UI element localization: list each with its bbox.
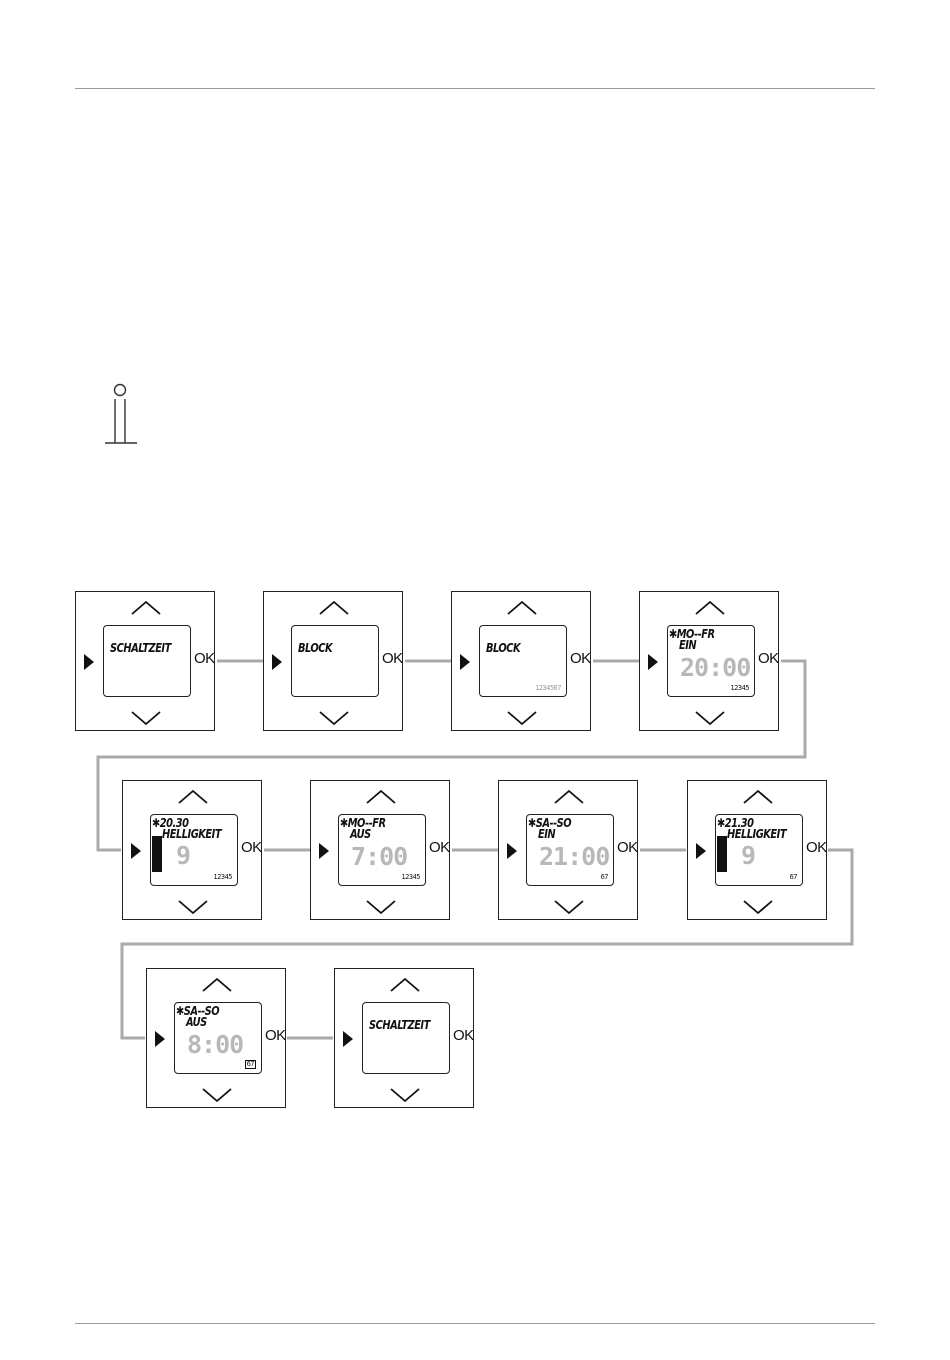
play-icon[interactable] (319, 843, 329, 859)
chevron-down-icon[interactable] (366, 899, 396, 915)
play-icon[interactable] (648, 654, 658, 670)
ok-button[interactable]: OK (453, 1027, 474, 1044)
chevron-up-icon[interactable] (131, 600, 161, 616)
chevron-up-icon[interactable] (202, 977, 232, 993)
display-line-1: SCHALTZEIT (369, 1019, 430, 1031)
brightness-bar (717, 836, 727, 872)
display-line-2: HELLIGKEIT (162, 828, 221, 840)
chevron-down-icon[interactable] (743, 899, 773, 915)
brightness-value: 9 (176, 843, 190, 868)
chevron-down-icon[interactable] (695, 710, 725, 726)
time-value: 20:00 (680, 655, 750, 680)
chevron-up-icon[interactable] (390, 977, 420, 993)
play-icon[interactable] (343, 1031, 353, 1047)
time-value: 8:00 (187, 1032, 243, 1057)
display-line-2: HELLIGKEIT (727, 828, 786, 840)
display-line-2: EIN (679, 639, 696, 651)
timer-device-step-2: OK BLOCK (263, 591, 403, 731)
display-line-2: EIN (538, 828, 555, 840)
time-value: 7:00 (351, 844, 407, 869)
weekday-indicator: 12345 (730, 684, 749, 692)
timer-device-step-3: OK BLOCK 1234567 (451, 591, 591, 731)
chevron-up-icon[interactable] (695, 600, 725, 616)
weekday-indicator: 12345 (213, 873, 232, 881)
time-value: 21:00 (539, 844, 609, 869)
chevron-down-icon[interactable] (507, 710, 537, 726)
chevron-down-icon[interactable] (554, 899, 584, 915)
chevron-up-icon[interactable] (554, 789, 584, 805)
ok-button[interactable]: OK (806, 839, 827, 856)
display-line-1: BLOCK (298, 642, 332, 654)
chevron-down-icon[interactable] (319, 710, 349, 726)
chevron-down-icon[interactable] (178, 899, 208, 915)
ok-button[interactable]: OK (241, 839, 262, 856)
ok-button[interactable]: OK (382, 650, 403, 667)
chevron-up-icon[interactable] (178, 789, 208, 805)
bottom-divider (75, 1323, 875, 1324)
display-line-1: SCHALTZEIT (110, 642, 171, 654)
chevron-up-icon[interactable] (319, 600, 349, 616)
chevron-up-icon[interactable] (743, 789, 773, 805)
brightness-value: 9 (741, 843, 755, 868)
chevron-down-icon[interactable] (202, 1087, 232, 1103)
chevron-down-icon[interactable] (390, 1087, 420, 1103)
ok-button[interactable]: OK (429, 839, 450, 856)
weekday-indicator: 67 (245, 1060, 256, 1069)
display-screen: SCHALTZEIT (103, 625, 191, 697)
play-icon[interactable] (696, 843, 706, 859)
chevron-up-icon[interactable] (366, 789, 396, 805)
play-icon[interactable] (84, 654, 94, 670)
weekday-indicator: 67 (790, 873, 797, 881)
ok-button[interactable]: OK (194, 650, 215, 667)
play-icon[interactable] (155, 1031, 165, 1047)
display-line-1: BLOCK (486, 642, 520, 654)
play-icon[interactable] (131, 843, 141, 859)
chevron-down-icon[interactable] (131, 710, 161, 726)
timer-device-step-10: OK SCHALTZEIT (334, 968, 474, 1108)
display-screen: BLOCK (291, 625, 379, 697)
display-line-2: AUS (350, 828, 371, 840)
ok-button[interactable]: OK (617, 839, 638, 856)
chevron-up-icon[interactable] (507, 600, 537, 616)
display-screen: BLOCK 1234567 (479, 625, 567, 697)
display-line-2: AUS (186, 1016, 207, 1028)
play-icon[interactable] (460, 654, 470, 670)
weekday-indicator: 67 (601, 873, 608, 881)
weekday-indicator: 1234567 (535, 684, 561, 692)
weekday-indicator: 12345 (401, 873, 420, 881)
play-icon[interactable] (507, 843, 517, 859)
ok-button[interactable]: OK (570, 650, 591, 667)
display-screen: SCHALTZEIT (362, 1002, 450, 1074)
ok-button[interactable]: OK (265, 1027, 286, 1044)
timer-device-step-1: OK SCHALTZEIT (75, 591, 215, 731)
ok-button[interactable]: OK (758, 650, 779, 667)
brightness-bar (152, 836, 162, 872)
play-icon[interactable] (272, 654, 282, 670)
